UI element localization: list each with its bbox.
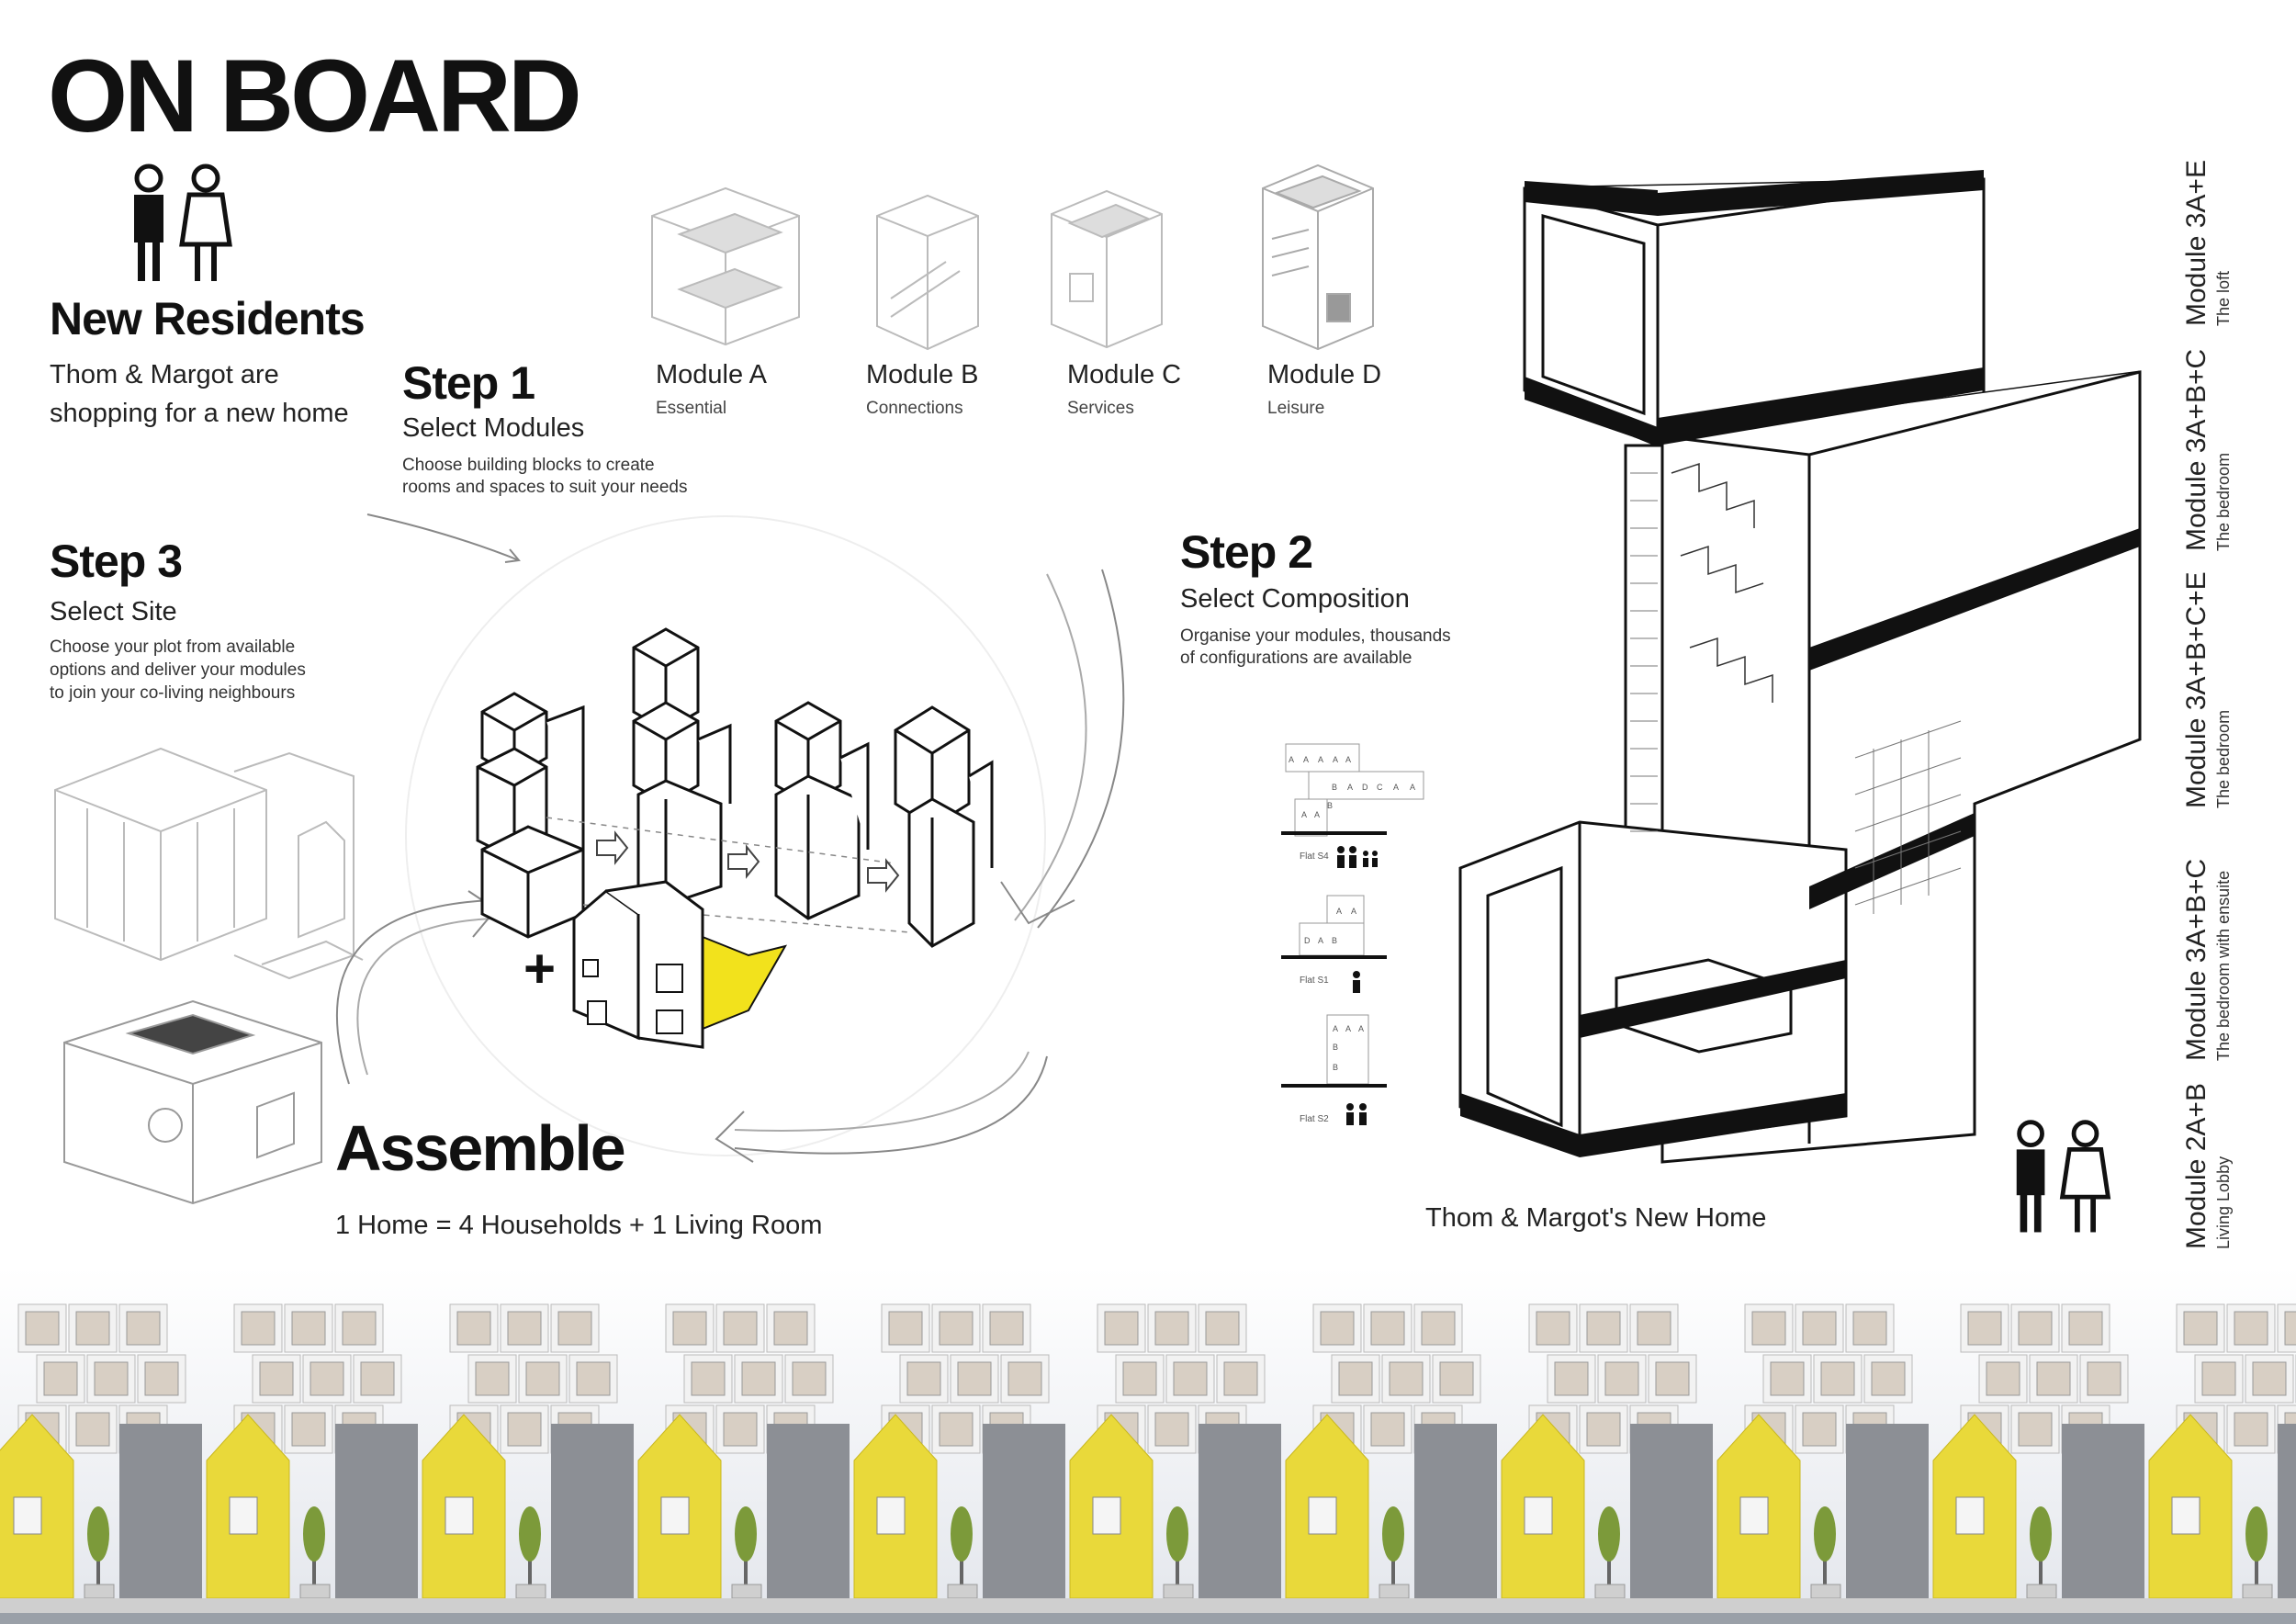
street-elevation-render: [0, 1268, 2296, 1624]
module-b-title: Module B: [866, 360, 979, 389]
step2-heading: Step 2: [1180, 526, 1313, 578]
section-label-loft-room: The loft: [2214, 270, 2233, 326]
section-label-bedroom-2-room: The bedroom: [2214, 709, 2233, 808]
svg-text:Flat S1: Flat S1: [1300, 976, 1329, 986]
section-label-bedroom-1-room: The bedroom: [2214, 452, 2233, 551]
step1-desc2: rooms and spaces to suit your needs: [402, 478, 688, 497]
svg-text:D: D: [1304, 936, 1311, 945]
svg-text:A: A: [1333, 1024, 1338, 1033]
step3-desc2: options and deliver your modules: [50, 660, 306, 680]
svg-text:B: B: [1332, 936, 1337, 945]
module-c-sketch: [1051, 189, 1163, 349]
section-label-lobby-room: Living Lobby: [2214, 1156, 2233, 1249]
section-label-lobby-module: Module 2A+B: [2181, 1083, 2212, 1249]
svg-text:Flat S4: Flat S4: [1300, 851, 1329, 862]
site-plot-sketch: [54, 747, 364, 980]
step3-desc1: Choose your plot from available: [50, 637, 296, 657]
new-home-caption: Thom & Margot's New Home: [1425, 1203, 1767, 1233]
assemble-formula: 1 Home = 4 Households + 1 Living Room: [335, 1211, 823, 1240]
module-a-title: Module A: [656, 360, 767, 389]
step3-heading: Step 3: [50, 536, 183, 587]
module-b-sketch: [876, 194, 979, 351]
residents-icon-large: [2016, 1120, 2111, 1233]
svg-text:A: A: [1318, 755, 1323, 764]
svg-text:B: B: [1332, 783, 1337, 792]
svg-text:A: A: [1351, 907, 1356, 916]
svg-text:A: A: [1393, 783, 1399, 792]
svg-text:A: A: [1410, 783, 1415, 792]
step1-heading: Step 1: [402, 357, 535, 409]
step3-subtitle: Select Site: [50, 597, 177, 626]
svg-text:D: D: [1362, 783, 1368, 792]
svg-text:A: A: [1333, 755, 1338, 764]
svg-text:A: A: [1345, 755, 1351, 764]
module-c-title: Module C: [1067, 360, 1182, 389]
section-label-bedroom-1-module: Module 3A+B+C: [2181, 348, 2212, 551]
residents-heading: New Residents: [50, 293, 366, 344]
assemble-heading: Assemble: [335, 1112, 626, 1184]
svg-text:Flat S2: Flat S2: [1300, 1114, 1329, 1124]
step2-desc2: of configurations are available: [1180, 648, 1412, 668]
page-title: ON BOARD: [48, 39, 582, 153]
section-label-lobby: Module 2A+B Living Lobby: [2181, 1083, 2234, 1249]
svg-text:A: A: [1303, 755, 1309, 764]
module-d-title: Module D: [1267, 360, 1382, 389]
module-a-subtitle: Essential: [656, 399, 727, 418]
section-label-loft-module: Module 3A+E: [2181, 160, 2212, 326]
section-label-ensuite-module: Module 3A+B+C: [2181, 858, 2212, 1061]
step1-subtitle: Select Modules: [402, 413, 585, 443]
module-c-subtitle: Services: [1067, 399, 1134, 418]
svg-text:B: B: [1333, 1043, 1338, 1052]
residents-line1: Thom & Margot are: [50, 360, 279, 389]
step3-desc3: to join your co-living neighbours: [50, 683, 296, 703]
module-d-subtitle: Leisure: [1267, 399, 1325, 418]
svg-text:B: B: [1327, 801, 1333, 810]
svg-text:A: A: [1301, 810, 1307, 819]
section-label-bedroom-2-module: Module 3A+B+C+E: [2181, 571, 2212, 808]
module-d-sketch: [1262, 164, 1374, 351]
step2-desc1: Organise your modules, thousands: [1180, 626, 1451, 646]
section-perspective-tower: [1458, 170, 2142, 1164]
section-label-bedroom-2: Module 3A+B+C+E The bedroom: [2181, 571, 2234, 808]
svg-text:B: B: [1333, 1063, 1338, 1072]
section-label-ensuite: Module 3A+B+C The bedroom with ensuite: [2181, 859, 2234, 1061]
tower-configurations: [476, 627, 994, 948]
module-a-sketch: [651, 186, 800, 346]
residents-line2: shopping for a new home: [50, 399, 349, 428]
svg-text:C: C: [1377, 783, 1383, 792]
residents-icon: [134, 164, 232, 281]
step2-subtitle: Select Composition: [1180, 584, 1410, 614]
section-label-ensuite-room: The bedroom with ensuite: [2214, 870, 2233, 1061]
step1-desc1: Choose building blocks to create: [402, 456, 655, 475]
section-label-loft: Module 3A+E The loft: [2181, 160, 2234, 326]
svg-text:A: A: [1345, 1024, 1351, 1033]
plus-sign: +: [523, 938, 557, 999]
svg-text:A: A: [1289, 755, 1294, 764]
svg-text:A: A: [1347, 783, 1353, 792]
house-on-plot: [572, 880, 788, 1049]
svg-text:A: A: [1336, 907, 1342, 916]
svg-text:A: A: [1318, 936, 1323, 945]
svg-text:A: A: [1314, 810, 1320, 819]
svg-text:A: A: [1358, 1024, 1364, 1033]
module-b-subtitle: Connections: [866, 399, 963, 418]
section-label-bedroom-1: Module 3A+B+C The bedroom: [2181, 349, 2234, 551]
living-room-sketch: [63, 999, 322, 1205]
